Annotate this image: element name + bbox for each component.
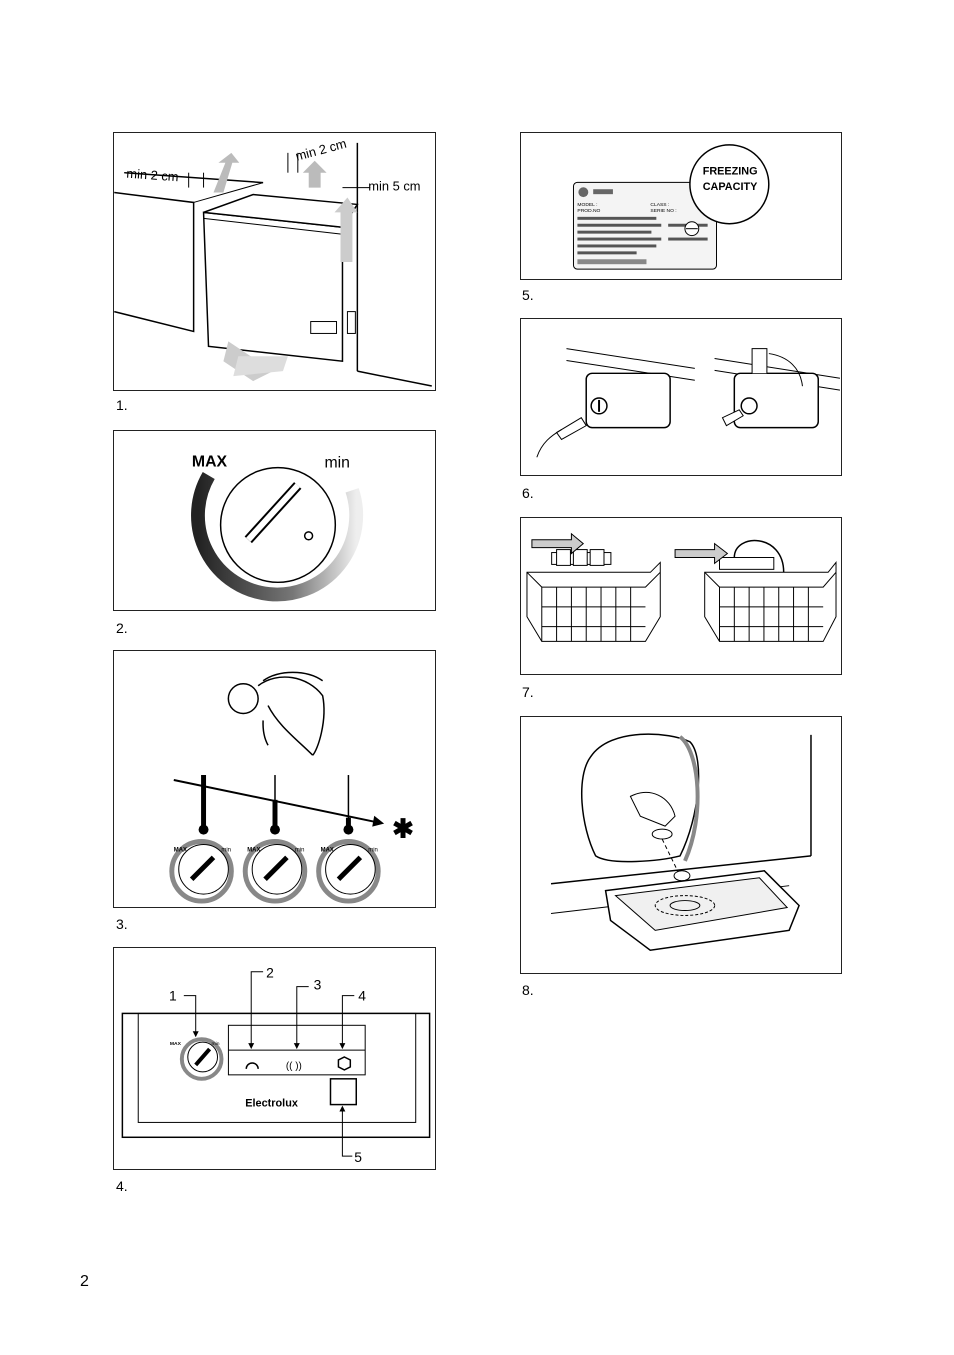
svg-text:CLASS :: CLASS :: [650, 202, 669, 208]
figure-8-defrost-drain: [520, 716, 842, 974]
label-min-5cm-right: min 5 cm: [368, 179, 420, 194]
rating-plate-illustration: MODEL : PROD.NO CLASS : SERIE NO : FREEZ…: [572, 144, 770, 270]
svg-text:2: 2: [266, 965, 274, 981]
svg-text:MAX: MAX: [170, 1041, 182, 1047]
thermostat-knob-icon: MAX min: [191, 454, 364, 602]
svg-text:MAX: MAX: [174, 847, 187, 853]
snowflake-icon: ✱: [392, 816, 414, 844]
svg-text:PROD.NO: PROD.NO: [577, 208, 600, 214]
alarm-icon: (( )): [286, 1061, 302, 1072]
svg-text:min: min: [295, 847, 305, 853]
svg-text:min: min: [368, 847, 378, 853]
svg-text:MAX: MAX: [321, 847, 334, 853]
freezer-installation-illustration: min 2 cm min 2 cm min 5 cm: [114, 136, 432, 387]
label-min-2cm-left: min 2 cm: [126, 166, 179, 185]
label-min: min: [324, 455, 349, 472]
svg-text:min: min: [221, 847, 231, 853]
lamp-icon: [245, 1062, 259, 1070]
caption-3: 3.: [116, 916, 128, 932]
figure-4-control-panel: MAX min (( )) Electrolux 1 2 3 4 5: [113, 947, 436, 1170]
fast-freeze-icon: [337, 1056, 352, 1071]
svg-text:MAX: MAX: [247, 847, 260, 853]
caption-2: 2.: [116, 620, 128, 636]
svg-text:5: 5: [354, 1149, 362, 1165]
lock-key-illustration: [536, 348, 841, 458]
figure-5-rating-plate: MODEL : PROD.NO CLASS : SERIE NO : FREEZ…: [520, 132, 842, 280]
figure-7-baskets: [520, 517, 842, 675]
svg-text:1: 1: [169, 988, 177, 1004]
page-number: 2: [80, 1273, 89, 1290]
thermometer-icon: [198, 775, 354, 835]
svg-text:4: 4: [358, 988, 366, 1004]
svg-text:3: 3: [314, 977, 322, 993]
caption-5: 5.: [522, 287, 534, 303]
temperature-adjust-illustration: ✱ MAX min MAX min MAX min: [169, 671, 414, 904]
defrost-drain-illustration: [550, 733, 812, 951]
brand-logo: Electrolux: [245, 1098, 298, 1110]
caption-1: 1.: [116, 397, 128, 413]
figure-6-lock-key: [520, 318, 842, 476]
caption-4: 4.: [116, 1178, 128, 1194]
caption-8: 8.: [522, 982, 534, 998]
label-min-2cm-top: min 2 cm: [294, 136, 348, 164]
svg-text:MODEL :: MODEL :: [577, 202, 597, 208]
basket-illustration: [526, 532, 837, 642]
figure-2-thermostat: MAX min: [113, 430, 436, 611]
svg-text:SERIE NO :: SERIE NO :: [650, 208, 676, 214]
thermostat-knob-icon: [169, 839, 381, 904]
capacity-label: CAPACITY: [703, 181, 758, 193]
control-panel-illustration: MAX min (( )) Electrolux 1 2 3 4 5: [121, 965, 431, 1165]
caption-6: 6.: [522, 485, 534, 501]
svg-text:min: min: [212, 1041, 220, 1047]
figure-1-installation: min 2 cm min 2 cm min 5 cm: [113, 132, 436, 391]
figure-3-temperature-adjust: ✱ MAX min MAX min MAX min: [113, 650, 436, 908]
caption-7: 7.: [522, 684, 534, 700]
label-max: MAX: [192, 454, 228, 471]
freezing-label: FREEZING: [703, 165, 758, 177]
